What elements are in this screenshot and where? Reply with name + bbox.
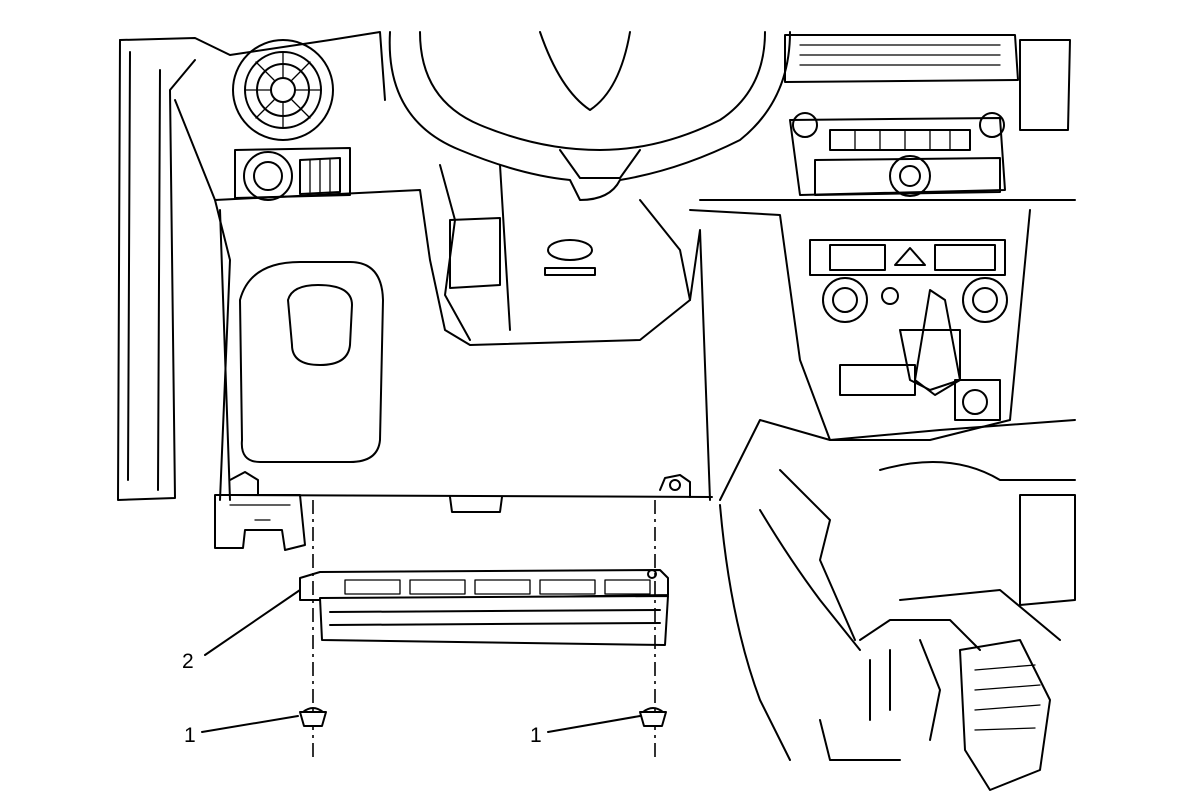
hvac-controls	[809, 239, 1008, 421]
fastener-left-icon	[299, 707, 327, 727]
headlamp-switch	[234, 147, 351, 201]
left-air-vent	[232, 39, 334, 141]
knee-bolster-panel	[214, 189, 713, 501]
fastener-right-icon	[639, 707, 667, 727]
leader-lines	[201, 589, 641, 733]
steering-wheel	[388, 31, 791, 341]
lower-trim-panel	[299, 569, 669, 646]
lower-bracket	[214, 471, 306, 551]
center-console	[719, 419, 1076, 791]
left-side-trim	[117, 31, 386, 501]
callout-fastener-right-label: 1	[530, 724, 542, 747]
center-stack	[689, 34, 1076, 441]
right-clip	[449, 474, 691, 513]
callout-panel-label: 2	[182, 650, 194, 673]
callout-fastener-left-label: 1	[184, 724, 196, 747]
